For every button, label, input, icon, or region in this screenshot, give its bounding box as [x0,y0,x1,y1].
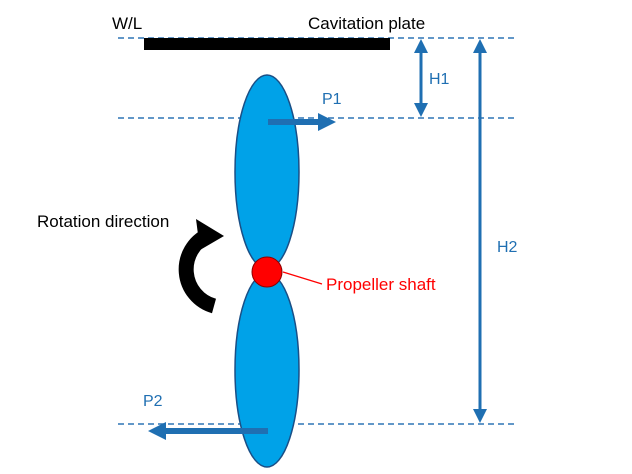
shaft-leader-line [282,271,323,285]
waterline-label: W/L [112,14,142,33]
h1-dimension-arrow [414,39,428,117]
h2-label: H2 [497,239,518,256]
p2-label: P2 [143,393,163,410]
propeller-shaft-hub [251,256,283,288]
h2-dimension-arrow [473,39,487,423]
p1-force-arrow [268,113,336,131]
cavitation-plate-label: Cavitation plate [308,14,425,33]
h1-label: H1 [429,71,450,88]
propeller-shaft-label: Propeller shaft [326,275,436,294]
lower-propeller-blade [234,272,300,468]
rotation-direction-label: Rotation direction [37,212,169,231]
p2-force-arrow [148,422,268,440]
cavitation-plate-bar [144,38,390,50]
p1-label: P1 [322,91,342,108]
rotation-direction-arrow [178,219,224,314]
upper-propeller-blade [234,74,300,270]
